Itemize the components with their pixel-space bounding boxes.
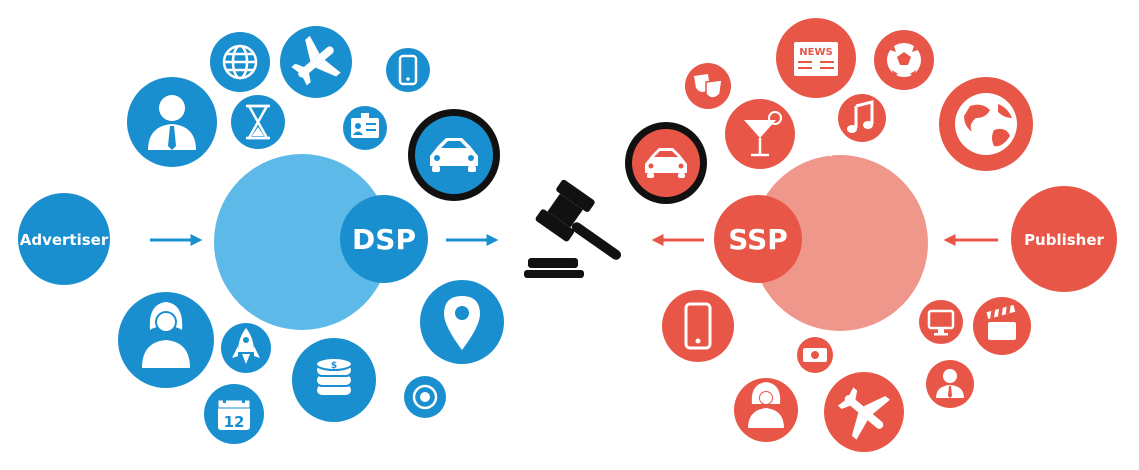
clapperboard-icon (973, 297, 1031, 355)
hourglass-icon (231, 95, 285, 149)
ssp-circle (714, 195, 802, 283)
globe-icon (939, 77, 1033, 171)
airplane-icon (824, 372, 904, 452)
monitor-icon (919, 300, 963, 344)
advertiser-node: Advertiser (18, 193, 110, 285)
publisher-circle (1011, 186, 1117, 292)
ssp-label: SSP (728, 223, 788, 256)
svg-text:$: $ (331, 361, 337, 371)
newspaper-icon: NEWS (776, 18, 856, 98)
rocket-icon (221, 323, 271, 373)
businessman-icon (926, 360, 974, 408)
calendar-day: 12 (224, 413, 245, 431)
businesswoman-icon (118, 292, 214, 388)
publisher-label: Publisher (1024, 231, 1104, 249)
calendar-icon: 12 (204, 384, 264, 444)
money-icon (797, 337, 833, 373)
map-pin-icon (420, 280, 504, 364)
advertiser-circle (18, 193, 110, 285)
coins-icon: $ (292, 338, 376, 422)
target-icon (404, 376, 446, 418)
businessman-icon (127, 77, 217, 167)
music-note-icon (838, 94, 886, 142)
dsp-label: DSP (352, 223, 416, 256)
car-icon (408, 109, 500, 201)
news-label: NEWS (799, 47, 832, 58)
trading-desk-circle (214, 154, 390, 330)
smartphone-icon (386, 48, 430, 92)
soccer-ball-icon (874, 30, 934, 90)
smartphone-icon (662, 290, 734, 362)
globe-icon (210, 32, 270, 92)
theater-masks-icon (685, 63, 731, 109)
yield-manager-circle (752, 155, 928, 331)
yield-manager-group: YIELD MANAGER SSP (714, 134, 964, 331)
woman-icon (734, 378, 798, 442)
trading-desk-group: TRADING DESK DSP (161, 131, 428, 330)
publisher-node: Publisher (1011, 186, 1117, 292)
auction-gavel-icon (524, 179, 622, 278)
airplane-icon (280, 26, 352, 98)
advertiser-label: Advertiser (20, 231, 109, 249)
dsp-circle (340, 195, 428, 283)
cocktail-icon (725, 99, 795, 169)
id-badge-icon (343, 106, 387, 150)
car-icon (625, 122, 707, 204)
